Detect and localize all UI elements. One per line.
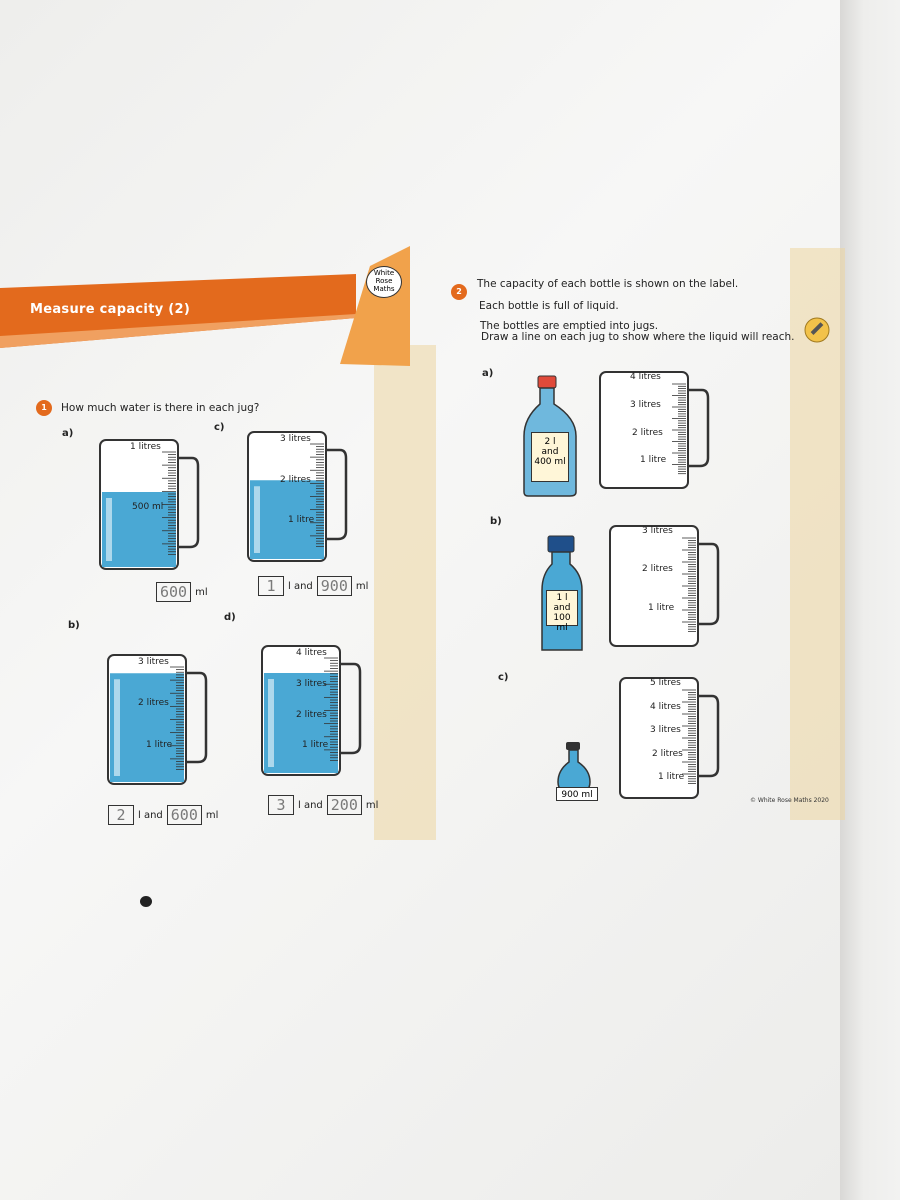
jug-1c-mark: 1 litre [288, 515, 315, 525]
q2-part-a-label: a) [482, 368, 494, 379]
jug-2a-mark: 1 litre [640, 455, 667, 465]
jug-2a-mark: 2 litres [632, 428, 663, 438]
answer-1c-ml-box[interactable]: 900 [316, 576, 352, 596]
measuring-jug-1c [247, 431, 348, 562]
question-2-line: The capacity of each bottle is shown on … [477, 278, 739, 290]
jug-2b-mark: 1 litre [648, 603, 675, 613]
question-2-line: The bottles are emptied into jugs. [480, 320, 659, 332]
q2-part-c-label: c) [498, 672, 509, 683]
and-text: l and [288, 580, 313, 592]
answer-1d: 3 l and 200 ml [268, 795, 378, 815]
answer-1c: 1 l and 900 ml [258, 576, 368, 596]
answer-1d-ml-box[interactable]: 200 [326, 795, 362, 815]
jug-1a-mark: 500 ml [132, 502, 164, 512]
header-banner-tab [340, 246, 410, 366]
answer-1a-ml-box[interactable]: 600 [156, 582, 192, 602]
ml-unit: ml [365, 799, 379, 811]
and-text: l and [138, 809, 163, 821]
tape-strip-left [374, 345, 436, 840]
jug-1a-mark: 1 litres [130, 442, 161, 452]
ml-unit: ml [355, 580, 369, 592]
jug-2b-mark: 2 litres [642, 564, 673, 574]
answer-1b-litre-box[interactable]: 2 [108, 805, 134, 825]
jug-1b-mark: 2 litres [138, 698, 169, 708]
jug-1c-mark: 3 litres [280, 434, 311, 444]
page-title: Measure capacity (2) [30, 302, 191, 317]
measuring-jug-1b [107, 654, 208, 785]
question-1-text: How much water is there in each jug? [61, 402, 260, 414]
header-banner [0, 274, 356, 348]
jug-1c-mark: 2 litres [280, 475, 311, 485]
pencil-icon [804, 317, 830, 343]
jug-1d-mark: 4 litres [296, 648, 327, 658]
jug-2c-mark: 4 litres [650, 702, 681, 712]
q1-part-a-label: a) [62, 428, 74, 439]
q1-part-b-label: b) [68, 620, 80, 631]
jug-1d-mark: 2 litres [296, 710, 327, 720]
ink-spot [140, 896, 152, 907]
jug-1d-mark: 3 litres [296, 679, 327, 689]
answer-1a: 600 ml [156, 582, 208, 602]
ml-unit: ml [195, 586, 208, 598]
jug-2c-mark: 2 litres [652, 749, 683, 759]
answer-1b-ml-box[interactable]: 600 [166, 805, 202, 825]
jug-1d-mark: 1 litre [302, 740, 329, 750]
measuring-jug-1d [261, 645, 362, 776]
jug-2c-mark: 1 litre [658, 772, 685, 782]
jug-2b-mark: 3 litres [642, 526, 673, 536]
measuring-jug-1a [99, 439, 200, 570]
jug-1b-mark: 3 litres [138, 657, 169, 667]
question-2-line: Each bottle is full of liquid. [479, 300, 619, 312]
q1-part-d-label: d) [224, 612, 236, 623]
jug-2c-mark: 3 litres [650, 725, 681, 735]
jug-2c-mark: 5 litres [650, 678, 681, 688]
measuring-jug-2b [609, 525, 720, 647]
tape-strip-right [790, 248, 845, 820]
paper-edge [840, 0, 900, 1200]
q1-part-c-label: c) [214, 422, 225, 433]
question-2-line: Draw a line on each jug to show where th… [481, 331, 795, 343]
answer-1c-litre-box[interactable]: 1 [258, 576, 284, 596]
ml-unit: ml [205, 809, 219, 821]
answer-1b: 2 l and 600 ml [108, 805, 218, 825]
measuring-jug-2c [619, 677, 720, 799]
and-text: l and [298, 799, 323, 811]
jug-2a-mark: 4 litres [630, 372, 661, 382]
bottle-2c-label: 900 ml [556, 787, 598, 801]
jug-1b-mark: 1 litre [146, 740, 173, 750]
answer-1d-litre-box[interactable]: 3 [268, 795, 294, 815]
question-2-number: 2 [451, 284, 467, 300]
question-1-number: 1 [36, 400, 52, 416]
q2-part-b-label: b) [490, 516, 502, 527]
copyright-text: © White Rose Maths 2020 [750, 797, 829, 804]
jug-2a-mark: 3 litres [630, 400, 661, 410]
measuring-jug-2a [599, 371, 710, 489]
